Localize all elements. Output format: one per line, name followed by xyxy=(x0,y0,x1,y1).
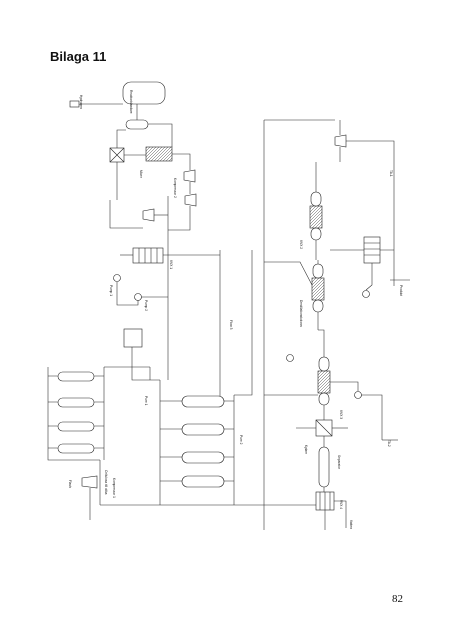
compressor-2 xyxy=(183,169,196,183)
pump-3 xyxy=(362,290,370,298)
pump-2 xyxy=(134,293,142,301)
heat-exchanger-right xyxy=(363,236,381,264)
label-temp-b: TA-2 xyxy=(387,440,391,447)
label-main-feed: Cellulosa till olika xyxy=(104,470,108,495)
pump-5 xyxy=(354,391,362,399)
label-separator: Separator xyxy=(337,455,341,470)
compressor-1 xyxy=(184,193,197,207)
buffer-vessel xyxy=(125,119,149,130)
label-mixer: Mixer xyxy=(139,170,143,179)
column-2-bottom xyxy=(312,299,324,313)
column-3-bottom xyxy=(318,392,330,406)
label-temp-a: TA-1 xyxy=(389,170,393,177)
label-pump-1: Pump 1 xyxy=(109,285,113,296)
process-block xyxy=(123,328,143,348)
label-cooler: Kylare xyxy=(304,445,308,454)
feed-vessel-bank xyxy=(57,371,95,454)
label-flash: Flash xyxy=(68,480,72,488)
storage-tank xyxy=(122,81,166,105)
reactor-bank xyxy=(181,395,225,488)
label-hx1: VVX 1 xyxy=(169,260,173,269)
label-water: Vatten xyxy=(349,520,353,529)
label-compressor-1: Kompressor 1 xyxy=(112,478,116,498)
feed-vessel xyxy=(57,371,95,382)
packed-column-1 xyxy=(309,205,323,229)
feed-piping xyxy=(47,366,150,505)
heat-exchanger-hx1 xyxy=(132,247,164,264)
feed-vessel xyxy=(57,421,95,432)
pump-4 xyxy=(286,354,294,362)
column-top xyxy=(310,191,322,207)
outlet-truck xyxy=(69,100,80,108)
column-bottom xyxy=(310,227,322,241)
column-2-top xyxy=(312,263,324,279)
label-hx2: VVX 2 xyxy=(299,240,303,249)
packed-bed xyxy=(145,146,173,162)
label-compressor-2: Kompressor 2 xyxy=(173,178,177,198)
separator-vessel xyxy=(318,446,330,488)
column-3-top xyxy=(318,356,330,372)
label-flow-1: Pure 1 xyxy=(144,396,148,406)
packed-column-3 xyxy=(317,370,331,394)
label-flow-2: Pure 2 xyxy=(239,435,243,445)
page-number: 82 xyxy=(392,593,403,605)
reactor-vessel xyxy=(181,395,225,408)
label-flow-3: Flow 3 xyxy=(229,320,233,330)
label-column: Destillationskolonn xyxy=(299,300,303,327)
label-pump-2: Pump 2 xyxy=(144,300,148,311)
reactor-piping xyxy=(100,330,296,506)
feed-vessel xyxy=(57,397,95,408)
label-reactor: Reaktorblandare xyxy=(129,90,133,114)
reactor-vessel xyxy=(181,423,225,436)
reactor-vessel xyxy=(181,475,225,488)
label-hx4: VVX 4 xyxy=(339,500,343,509)
appendix-heading: Bilaga 11 xyxy=(50,49,107,64)
label-hx3: VVX 3 xyxy=(339,410,343,419)
feed-vessel xyxy=(57,443,95,454)
recycle-compressor xyxy=(142,208,155,222)
pump-1 xyxy=(113,274,121,282)
label-product: Produkt xyxy=(399,285,403,296)
compressor-right xyxy=(334,134,347,148)
feed-compressor xyxy=(81,475,98,489)
label-hydrogen: Hydrogen xyxy=(79,95,83,109)
reactor-vessel xyxy=(181,451,225,464)
packed-column-2 xyxy=(311,277,325,301)
